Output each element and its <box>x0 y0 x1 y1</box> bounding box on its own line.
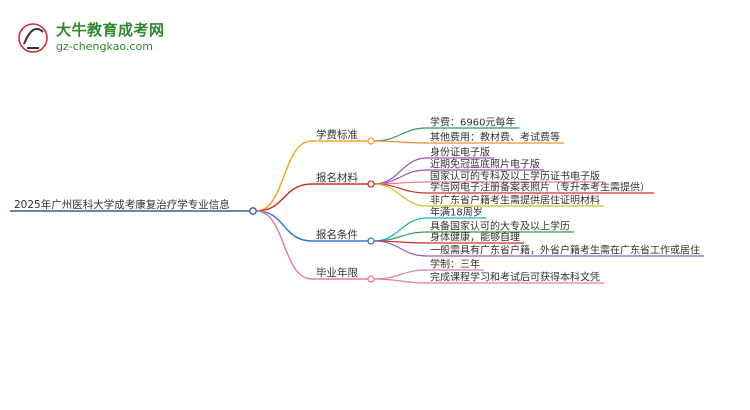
branch-node-dot[interactable] <box>367 180 375 188</box>
site-logo[interactable]: 大牛教育成考网 gz-chengkao.com <box>18 14 168 58</box>
leaf-label: 非广东省户籍考生需提供居住证明材料 <box>430 194 600 207</box>
branch-label: 报名材料 <box>316 171 358 184</box>
leaf-label: 学费：6960元每年 <box>430 116 515 129</box>
leaf-label: 一般需具有广东省户籍，外省户籍考生需在广东省工作或居住 <box>430 244 700 257</box>
root-node-dot[interactable] <box>249 207 257 215</box>
branch-label: 毕业年限 <box>316 266 358 279</box>
branch-connector <box>255 140 313 212</box>
branch-connector <box>255 210 313 280</box>
branch-node-dot[interactable] <box>367 275 375 283</box>
leaf-label: 身体健康，能够自理 <box>430 231 520 244</box>
logo-domain: gz-chengkao.com <box>56 40 153 53</box>
leaf-label: 国家认可的专科及以上学历证书电子版 <box>430 170 600 183</box>
leaf-label: 学信网电子注册备案表照片（专升本考生需提供） <box>430 181 650 194</box>
leaf-connector <box>373 127 428 142</box>
branch-connector <box>255 210 313 242</box>
leaf-label: 近期免冠蓝底照片电子版 <box>430 158 540 171</box>
branch-label: 报名条件 <box>316 228 358 241</box>
leaf-label: 身份证电子版 <box>430 146 490 159</box>
leaf-connector <box>373 269 428 280</box>
leaf-label: 学制：三年 <box>430 258 480 271</box>
leaf-connector <box>373 278 428 284</box>
leaf-label: 具备国家认可的大专及以上学历 <box>430 220 570 233</box>
leaf-label: 年满18周岁 <box>430 206 483 219</box>
leaf-connector <box>373 140 428 144</box>
leaf-connector <box>373 217 428 242</box>
leaf-connector <box>373 183 428 207</box>
branch-connector <box>255 183 313 212</box>
leaf-label: 完成课程学习和考试后可获得本科文凭 <box>430 271 600 284</box>
logo-mark-icon <box>18 23 48 53</box>
logo-brand-name: 大牛教育成考网 <box>56 21 165 39</box>
root-topic: 2025年广州医科大学成考康复治疗学专业信息 <box>14 198 230 211</box>
leaf-label: 其他费用：教材费、考试费等 <box>430 131 560 144</box>
branch-label: 学费标准 <box>316 128 358 141</box>
leaf-connector <box>373 240 428 257</box>
branch-node-dot[interactable] <box>367 137 375 145</box>
branch-node-dot[interactable] <box>367 237 375 245</box>
